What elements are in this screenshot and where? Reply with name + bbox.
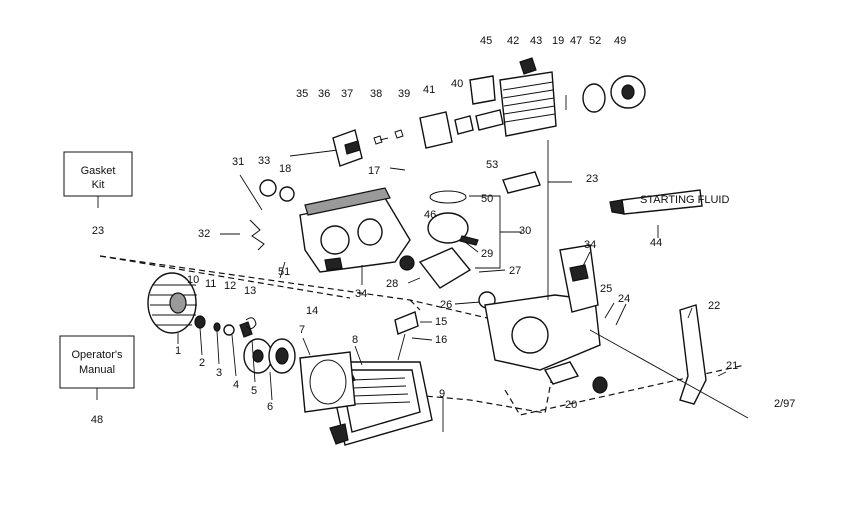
callout-6: 6 (267, 401, 273, 413)
rear-handle (589, 304, 749, 419)
callout-1: 1 (175, 345, 181, 357)
seals (259, 179, 295, 202)
callout-45: 45 (480, 35, 492, 47)
callout-24: 24 (618, 293, 630, 305)
callout-28: 28 (386, 278, 398, 290)
callout-33: 33 (258, 155, 270, 167)
callout-47: 47 (570, 35, 582, 47)
callout-5: 5 (251, 385, 257, 397)
callout-41: 41 (423, 84, 435, 96)
starter-gasket (299, 351, 356, 413)
spring-clip (239, 174, 265, 251)
callout-50: 50 (481, 193, 493, 205)
gasket-kit-line2: Kit (92, 179, 105, 191)
operators-manual-ref: 48 (91, 414, 103, 426)
callout-26: 26 (440, 299, 452, 311)
callout-9: 9 (439, 388, 445, 400)
callout-38: 38 (370, 88, 382, 100)
crankcase-right (484, 244, 608, 394)
revision-stamp: 2/97 (774, 398, 795, 410)
flywheel (147, 272, 197, 334)
gasket-kit-box: Gasket Kit 23 (63, 151, 133, 237)
callout-13: 13 (244, 285, 256, 297)
callout-labels: 1 2 3 4 5 6 7 8 9 10 11 12 13 14 15 16 1… (175, 35, 738, 413)
callout-52: 52 (589, 35, 601, 47)
callout-27: 27 (509, 265, 521, 277)
intake-parts (582, 75, 646, 113)
starter-rope (394, 311, 419, 361)
piston (427, 190, 479, 246)
callout-17: 17 (368, 165, 380, 177)
callout-35: 35 (296, 88, 308, 100)
callout-43: 43 (530, 35, 542, 47)
callout-23: 23 (586, 173, 598, 185)
starter-pulley (243, 338, 296, 374)
starting-fluid-tube: STARTING FLUID (609, 189, 729, 215)
gasket-kit-line1: Gasket (81, 165, 116, 177)
callout-4: 4 (233, 379, 239, 391)
callout-34: 34 (355, 288, 367, 300)
callout-53: 53 (486, 159, 498, 171)
callout-40: 40 (451, 78, 463, 90)
callout-12: 12 (224, 280, 236, 292)
callout-36: 36 (318, 88, 330, 100)
callout-25: 25 (600, 283, 612, 295)
callout-51: 51 (278, 266, 290, 278)
callout-16: 16 (435, 334, 447, 346)
crankcase-left (299, 187, 411, 273)
operators-manual-line1: Operator's (71, 349, 123, 361)
callout-11: 11 (205, 278, 216, 290)
callout-49: 49 (614, 35, 626, 47)
gasket-kit-ref: 23 (92, 225, 104, 237)
callout-44: 44 (650, 237, 662, 249)
callout-2: 2 (199, 357, 205, 369)
callout-3: 3 (216, 367, 222, 379)
assembly-outline (99, 255, 746, 416)
crankshaft (399, 247, 496, 309)
flywheel-hardware (194, 315, 257, 338)
callout-15: 15 (435, 316, 447, 328)
callout-29: 29 (481, 248, 493, 260)
operators-manual-line2: Manual (79, 364, 115, 376)
leader-lines (177, 95, 727, 432)
callout-8: 8 (352, 334, 358, 346)
callout-7: 7 (299, 324, 305, 336)
callout-21: 21 (726, 360, 738, 372)
muffler-assembly (289, 109, 504, 167)
intake-gasket (502, 171, 541, 194)
callout-32: 32 (198, 228, 210, 240)
callout-30: 30 (519, 225, 531, 237)
callout-19: 19 (552, 35, 564, 47)
callout-20: 20 (565, 399, 577, 411)
cylinder-gasket (469, 75, 496, 105)
callout-42: 42 (507, 35, 519, 47)
callout-39: 39 (398, 88, 410, 100)
callout-31: 31 (232, 156, 244, 168)
operators-manual-box: Operator's Manual 48 (59, 335, 135, 426)
callout-34-right: 34 (584, 239, 596, 251)
callout-46: 46 (424, 209, 436, 221)
callout-10: 10 (187, 274, 199, 286)
callout-14: 14 (306, 305, 318, 317)
cylinder (499, 57, 557, 137)
tube-label: STARTING FLUID (640, 194, 729, 206)
callout-22: 22 (708, 300, 720, 312)
callout-18: 18 (279, 163, 291, 175)
callout-37: 37 (341, 88, 353, 100)
